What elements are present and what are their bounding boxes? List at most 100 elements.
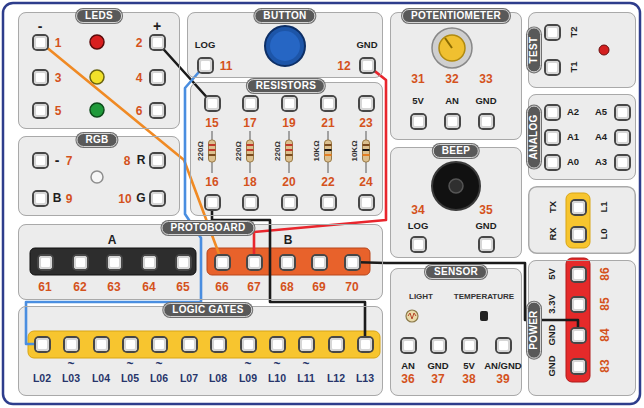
resistor-symbol	[247, 140, 254, 162]
rgb-led	[91, 171, 103, 183]
pin-pad: 61	[39, 256, 52, 269]
resistor-band	[209, 144, 216, 146]
panel-title: BEEP	[433, 144, 479, 158]
pin-label: T2	[569, 26, 579, 37]
panel: 34LOG35GNDBEEP	[390, 147, 522, 258]
pin-pad: 68	[281, 256, 294, 269]
panel-ground	[18, 306, 383, 396]
pin-pad: ~L10	[271, 338, 284, 351]
pin-pad: 34LOG	[412, 238, 425, 251]
pin-number: 2	[136, 37, 143, 49]
pin-pad: A4	[616, 131, 629, 144]
buzzer-hole	[449, 179, 463, 193]
pwm-mark: ~	[155, 358, 162, 370]
resistor-value: 10KΩ	[351, 140, 359, 161]
resistor-value: 10KΩ	[313, 140, 321, 161]
logic-bar	[28, 331, 380, 358]
pin-pad: 65	[177, 256, 190, 269]
panel: L02~L03L04~L05~L06L07L08~L09~L10~L11L12L…	[18, 306, 383, 396]
protoboard-row: 6162636465A	[30, 248, 196, 275]
pin-number: 15	[205, 117, 218, 129]
pin-pad: A1	[546, 131, 559, 144]
pin-label: L1	[599, 201, 609, 212]
pin-pad: A3	[616, 156, 629, 169]
row-letter: R	[137, 154, 146, 166]
resistor-value: 220Ω	[235, 141, 243, 161]
logic-pin-label: L05	[121, 373, 139, 384]
resistor-lead	[211, 131, 213, 173]
protoboard-bar	[30, 248, 196, 275]
resistor-band	[247, 144, 254, 146]
pin-label: GND	[547, 355, 557, 376]
temperature-sensor	[480, 311, 488, 321]
serial-panel	[529, 187, 636, 254]
potentiometer-knob	[439, 35, 465, 61]
pin-pad: 70	[346, 256, 359, 269]
pin-pad: 69	[313, 256, 326, 269]
pin-number: 4	[136, 72, 143, 84]
pin-number: 7	[66, 155, 73, 167]
push-button	[265, 26, 305, 66]
resistor-band	[325, 144, 332, 146]
pin-pad: 5	[34, 104, 47, 117]
pin-number: 17	[243, 117, 256, 129]
pin-label: LOG	[195, 40, 216, 50]
test-led	[599, 45, 609, 55]
pin-pad: 10G	[151, 192, 164, 205]
resistor-lead	[249, 131, 251, 173]
logic-pin-label: L04	[92, 373, 110, 384]
pin-number: 33	[479, 73, 492, 85]
pin-pad: 23	[360, 97, 373, 110]
pin-number: 12	[337, 60, 350, 72]
logic-pin-label: L07	[180, 373, 198, 384]
resistor-band	[209, 154, 216, 156]
pin-pad: L12	[330, 338, 343, 351]
panel: 315V32AN33GNDPOTENTIOMETER	[390, 12, 522, 140]
pin-pad: 18	[244, 196, 257, 209]
pin-pad: L08	[212, 338, 225, 351]
pin-label: AN/GND	[484, 361, 521, 371]
pin-pad: 6	[151, 104, 164, 117]
pin-pad: ~L11	[300, 338, 313, 351]
light-sensor-track	[408, 313, 416, 319]
pin-label: L0	[599, 228, 609, 239]
panel-title: POTENTIOMETER	[402, 9, 510, 23]
pin-number: 63	[107, 281, 120, 293]
logic-pin-label: L11	[297, 373, 315, 384]
pin-label: GND	[475, 221, 496, 231]
resistor-band	[325, 149, 332, 151]
panel-title: BUTTON	[254, 9, 315, 23]
pin-pad: AN36	[402, 339, 415, 352]
resistor-band	[247, 154, 254, 156]
jumper-wire	[163, 49, 206, 97]
row-letter: B	[53, 192, 62, 204]
pin-number: 38	[462, 373, 475, 385]
panel-title: TEST	[527, 28, 541, 73]
pin-pad: A5	[616, 106, 629, 119]
serial-bar	[566, 193, 590, 248]
pin-number: 67	[247, 281, 260, 293]
pin-pad: ~L06	[153, 338, 166, 351]
pin-pad: 3.3V85	[572, 298, 585, 311]
panel-ground	[528, 260, 636, 396]
panel-title: RESISTORS	[247, 79, 325, 93]
sensor-label: LIGHT	[409, 293, 433, 301]
pin-pad: 5V86	[572, 268, 585, 281]
protoboard-row: 6667686970B	[207, 248, 370, 275]
pin-number: 36	[401, 373, 414, 385]
pin-number: 83	[599, 359, 611, 372]
pin-label: RX	[548, 227, 558, 240]
pin-pad: 66	[216, 256, 229, 269]
pin-pad: LOG11	[199, 59, 212, 72]
resistor-symbol	[363, 140, 370, 162]
pin-label: GND	[475, 96, 496, 106]
resistor-value: 220Ω	[274, 141, 282, 161]
buzzer	[432, 162, 480, 210]
pin-number: 64	[142, 281, 155, 293]
pin-pad: 3	[34, 71, 47, 84]
pin-number: 5	[55, 105, 62, 117]
panel: 5V863.3V85GND84GND83POWER	[528, 260, 636, 396]
pin-pad: 19	[283, 97, 296, 110]
pin-pad: 315V	[412, 115, 425, 128]
pin-pad: T1	[546, 61, 559, 74]
